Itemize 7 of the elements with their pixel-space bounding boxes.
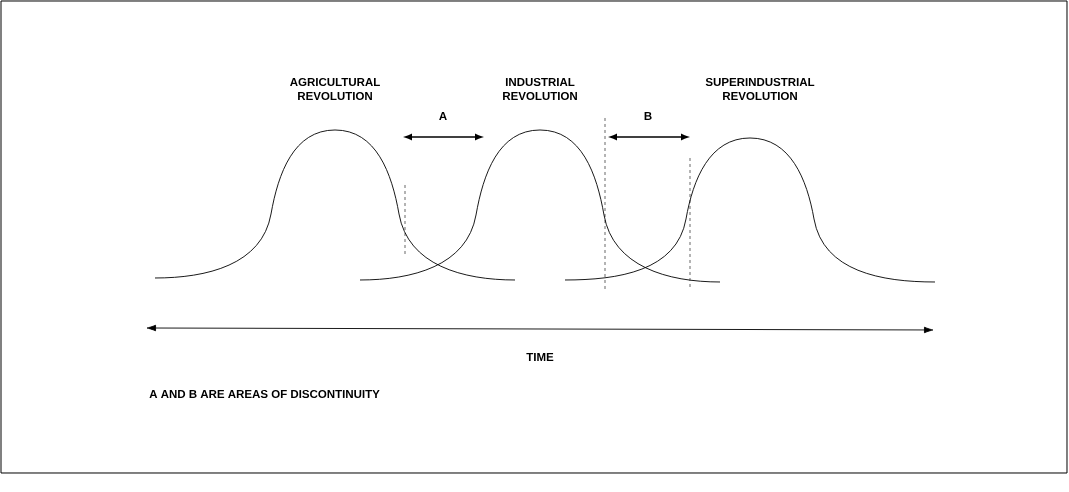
note: A AND B ARE AREAS OF DISCONTINUITY [149, 389, 380, 399]
gap-label: A [439, 112, 447, 120]
gap-label: B [644, 112, 652, 120]
revolution-label: AGRICULTURAL REVOLUTION [290, 77, 380, 101]
revolution-label: INDUSTRIAL REVOLUTION [503, 77, 577, 101]
revolution-label: SUPERINDUSTRIAL REVOLUTION [705, 77, 815, 101]
axis-label: TIME [526, 353, 554, 361]
